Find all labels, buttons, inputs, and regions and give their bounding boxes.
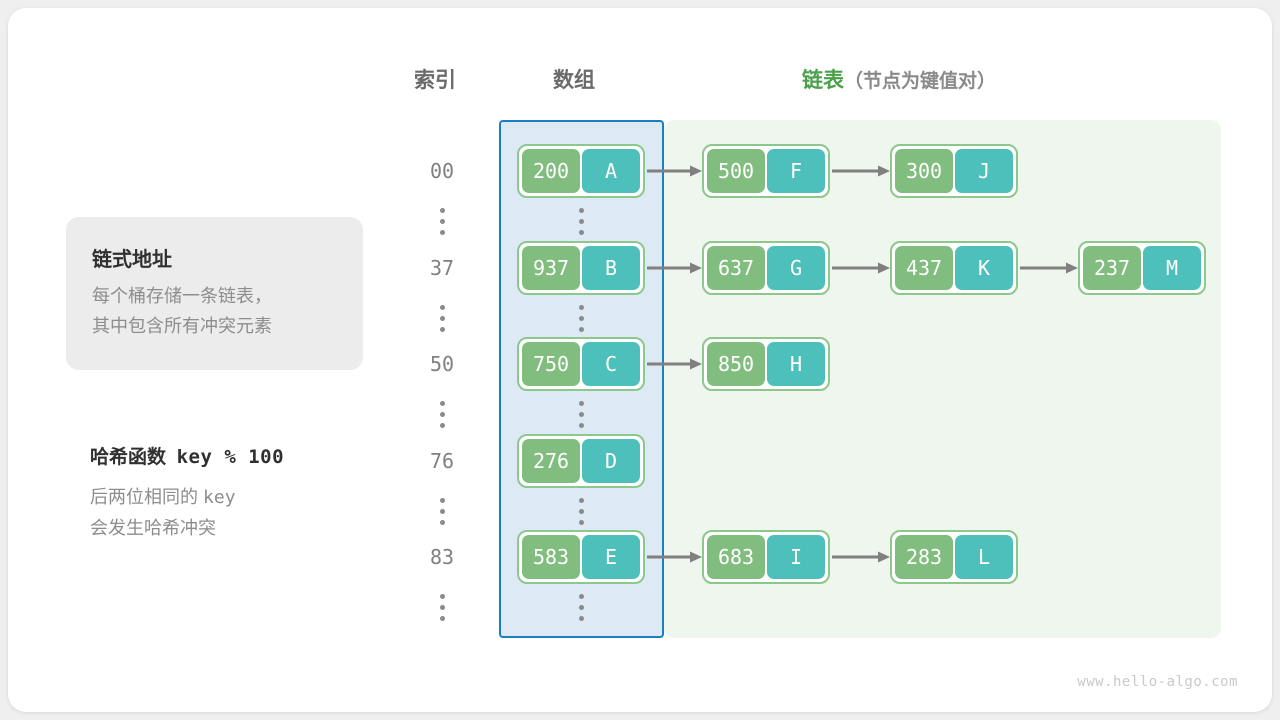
array-ellipsis-icon (571, 586, 591, 628)
bucket-index-label: 83 (429, 545, 455, 569)
node-key: 500 (707, 149, 765, 193)
ellipsis-row (8, 200, 1272, 242)
chain-arrow (645, 241, 702, 295)
index-ellipsis-icon (432, 297, 452, 339)
bucket-index-label: 37 (429, 256, 455, 280)
node-key: 237 (1083, 246, 1141, 290)
info-card-body: 每个桶存储一条链表， 其中包含所有冲突元素 (92, 281, 272, 341)
column-header-linked-list-note: （节点为键值对） (844, 71, 997, 92)
node-key: 750 (522, 342, 580, 386)
column-header-linked-list-main: 链表 (802, 69, 844, 92)
chain-arrow (645, 337, 702, 391)
info-card-title: 链式地址 (92, 249, 172, 271)
array-ellipsis-icon (571, 297, 591, 339)
chain-arrow (1018, 241, 1078, 295)
hash-function-line-2: 会发生哈希冲突 (90, 518, 216, 538)
chain-arrow (830, 241, 890, 295)
column-header-array: 数组 (553, 69, 595, 92)
node-key: 300 (895, 149, 953, 193)
index-ellipsis-icon (432, 490, 452, 532)
node-value: B (582, 246, 640, 290)
node-value: E (582, 535, 640, 579)
node-key: 683 (707, 535, 765, 579)
column-header-linked-list: 链表（节点为键值对） (802, 64, 996, 94)
bucket-index-label: 76 (429, 449, 455, 473)
hash-function-body: 后两位相同的 key 会发生哈希冲突 (90, 482, 284, 543)
footer-watermark: www.hello-algo.com (1077, 674, 1238, 690)
node-value: L (955, 535, 1013, 579)
info-card-line-1: 每个桶存储一条链表， (92, 286, 272, 306)
node-value: K (955, 246, 1013, 290)
hash-function-expression: key % 100 (176, 446, 285, 468)
diagram-canvas: 索引 数组 链表（节点为键值对） 链式地址 每个桶存储一条链表， 其中包含所有冲… (8, 8, 1272, 712)
ellipsis-row (8, 586, 1272, 628)
column-header-index: 索引 (414, 69, 456, 92)
node-key: 583 (522, 535, 580, 579)
index-ellipsis-icon (432, 586, 452, 628)
node-value: H (767, 342, 825, 386)
node-key: 283 (895, 535, 953, 579)
node-value: A (582, 149, 640, 193)
node-value: M (1143, 246, 1201, 290)
hash-function-note: 哈希函数 key % 100 后两位相同的 key 会发生哈希冲突 (90, 442, 284, 543)
hash-function-title: 哈希函数 key % 100 (90, 442, 284, 469)
node-key: 200 (522, 149, 580, 193)
node-key: 937 (522, 246, 580, 290)
node-key: 637 (707, 246, 765, 290)
ellipsis-row (8, 393, 1272, 435)
node-value: F (767, 149, 825, 193)
chain-arrow (830, 530, 890, 584)
node-key: 276 (522, 439, 580, 483)
bucket-index-label: 00 (429, 159, 455, 183)
array-ellipsis-icon (571, 393, 591, 435)
chain-arrow (645, 530, 702, 584)
node-value: J (955, 149, 1013, 193)
node-key: 850 (707, 342, 765, 386)
ellipsis-row (8, 297, 1272, 339)
hash-function-label: 哈希函数 (90, 447, 167, 468)
node-value: D (582, 439, 640, 483)
info-card-line-2: 其中包含所有冲突元素 (92, 316, 272, 336)
bucket-index-label: 50 (429, 352, 455, 376)
node-value: G (767, 246, 825, 290)
index-ellipsis-icon (432, 200, 452, 242)
hash-function-line-1: 后两位相同的 key (90, 487, 236, 508)
info-card: 链式地址 每个桶存储一条链表， 其中包含所有冲突元素 (66, 217, 363, 370)
index-ellipsis-icon (432, 393, 452, 435)
chain-arrow (645, 144, 702, 198)
node-value: C (582, 342, 640, 386)
chain-arrow (830, 144, 890, 198)
array-ellipsis-icon (571, 200, 591, 242)
array-ellipsis-icon (571, 490, 591, 532)
ellipsis-row (8, 490, 1272, 532)
node-key: 437 (895, 246, 953, 290)
node-value: I (767, 535, 825, 579)
